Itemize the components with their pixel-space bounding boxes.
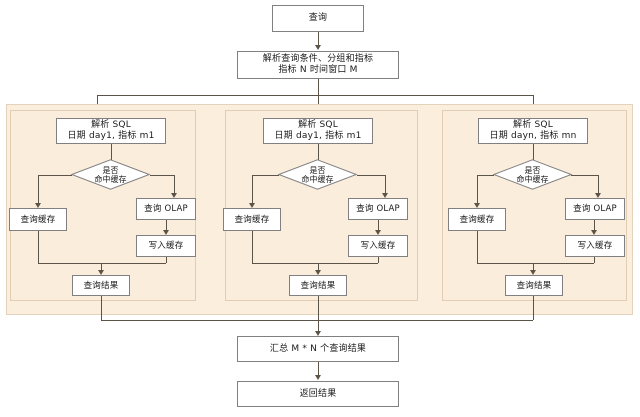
connector-split-bus	[97, 94, 533, 96]
panel-1-connector-olap-to-write	[165, 220, 167, 231]
panel-2-node-write-cache: 写入缓存	[348, 235, 408, 257]
panel-1-connector-decision-right	[150, 174, 174, 176]
connector-panel-3-out	[533, 296, 534, 320]
panel-3-connector-decision-right	[571, 174, 598, 176]
panel-1-arrowhead-cache	[35, 203, 41, 208]
panel-1-connector-write-down	[165, 257, 167, 263]
panel-2-connector-write-down	[377, 257, 379, 263]
panel-2-connector-sql-to-decision	[317, 144, 319, 160]
panel-3-arrowhead-result	[530, 270, 536, 275]
panel-1-connector-decision-left	[38, 174, 72, 176]
panel-2-connector-merge-drop	[317, 262, 319, 272]
panel-1-connector-left-drop	[38, 174, 39, 205]
node-aggregate-results: 汇总 M * N 个查询结果	[237, 336, 399, 362]
connector-join-bus	[101, 319, 533, 321]
panel-1-connector-merge-bus	[38, 262, 166, 264]
panel-2-connector-merge-bus	[252, 262, 378, 264]
panel-3-connector-left-drop	[477, 174, 478, 205]
panel-2-arrowhead-write	[374, 230, 381, 235]
panel-2-arrowhead-olap	[381, 193, 388, 198]
panel-3-arrowhead-cache	[474, 203, 480, 208]
panel-2-connector-right-drop	[384, 174, 386, 195]
panel-3-connector-cache-down	[477, 231, 478, 263]
arrowhead-return	[314, 375, 321, 380]
panel-1-node-parse-sql: 解析 SQL 日期 day1, 指标 m1	[56, 118, 166, 144]
panel-2-arrowhead-result	[314, 270, 321, 275]
panel-1-connector-cache-down	[38, 231, 39, 263]
panel-3-node-write-cache: 写入缓存	[565, 235, 625, 257]
panel-1-connector-merge-drop	[101, 262, 102, 272]
panel-2-connector-cache-down	[252, 231, 253, 263]
panel-1-connector-right-drop	[173, 174, 175, 195]
panel-3-node-parse-sql: 解析 SQL 日期 dayn, 指标 mn	[478, 118, 588, 144]
panel-3-node-query-result: 查询结果	[505, 275, 563, 296]
panel-3-arrowhead-write	[590, 230, 597, 235]
panel-1-node-query-cache: 查询缓存	[9, 208, 67, 231]
node-return-results: 返回结果	[237, 381, 399, 407]
panel-3-decision-cache-hit: 是否 命中缓存	[492, 159, 573, 190]
arrowhead-aggregate	[314, 331, 321, 336]
node-parse-query: 解析查询条件、分组和指标 指标 N 时间窗口 M	[237, 51, 399, 79]
panel-2-connector-olap-to-write	[377, 220, 379, 231]
panel-1-arrowhead-olap	[170, 193, 177, 198]
arrowhead-query-to-parse	[314, 45, 321, 50]
panel-1-node-query-olap: 查询 OLAP	[136, 198, 196, 220]
panel-2-node-query-cache: 查询缓存	[223, 208, 281, 231]
panel-3-connector-olap-to-write	[593, 220, 595, 231]
panel-1-arrowhead-result	[98, 270, 104, 275]
connector-query-to-parse	[317, 32, 319, 46]
panel-3-arrowhead-olap	[594, 193, 601, 198]
panel-3-connector-sql-to-decision	[533, 144, 534, 160]
connector-parse-trunk	[317, 79, 319, 95]
connector-panel-1-out	[101, 296, 102, 320]
panel-2-decision-cache-hit: 是否 命中缓存	[277, 159, 358, 190]
panel-1-node-query-result: 查询结果	[72, 275, 130, 296]
panel-2-node-query-result: 查询结果	[289, 275, 347, 296]
panel-3-node-query-olap: 查询 OLAP	[565, 198, 625, 220]
panel-2-node-parse-sql: 解析 SQL 日期 day1, 指标 m1	[263, 118, 373, 144]
connector-panel-2-out	[317, 296, 319, 332]
panel-2-arrowhead-cache	[249, 203, 255, 208]
panel-3-connector-right-drop	[597, 174, 599, 195]
panel-2-node-query-olap: 查询 OLAP	[348, 198, 408, 220]
panel-1-arrowhead-write	[162, 230, 169, 235]
panel-2-connector-decision-right	[357, 174, 385, 176]
connector-aggregate-to-return	[317, 362, 319, 376]
panel-3-connector-merge-drop	[533, 262, 534, 272]
panel-1-connector-sql-to-decision	[110, 144, 112, 160]
node-query: 查询	[272, 5, 364, 32]
panel-1-node-write-cache: 写入缓存	[136, 235, 196, 257]
panel-3-connector-write-down	[593, 257, 595, 263]
panel-3-node-query-cache: 查询缓存	[448, 208, 506, 231]
panel-2-connector-left-drop	[252, 174, 253, 205]
panel-3-connector-merge-bus	[477, 262, 594, 264]
panel-3-connector-decision-left	[477, 174, 494, 176]
panel-2-connector-decision-left	[252, 174, 279, 176]
panel-1-decision-cache-hit: 是否 命中缓存	[70, 159, 151, 190]
